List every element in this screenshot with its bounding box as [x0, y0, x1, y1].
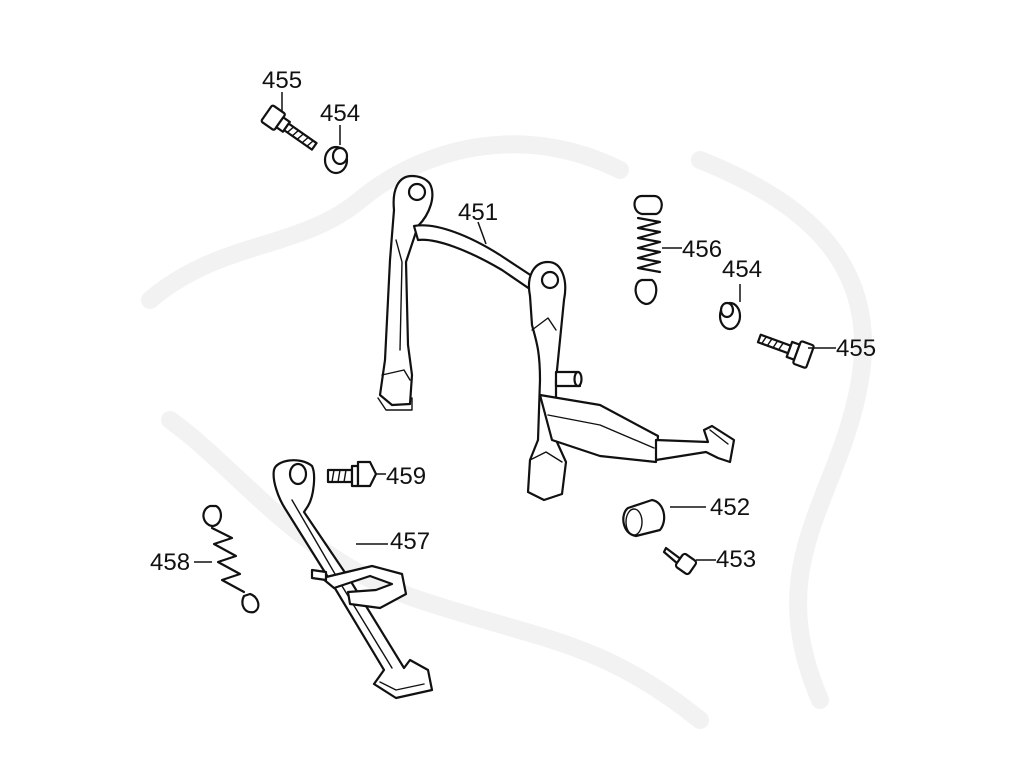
label-455-right: 455: [836, 335, 876, 362]
label-457: 457: [390, 528, 430, 555]
label-459: 459: [386, 463, 426, 490]
collar-454-top[interactable]: [323, 145, 349, 175]
spring-458[interactable]: [202, 504, 260, 614]
spring-456[interactable]: [633, 194, 663, 306]
label-454-top: 454: [320, 100, 360, 127]
bolt-455-right[interactable]: [755, 327, 815, 369]
label-456: 456: [682, 236, 722, 263]
bolt-455-top[interactable]: [260, 104, 320, 155]
label-458: 458: [150, 549, 190, 576]
label-454-right: 454: [722, 256, 762, 283]
bolt-453[interactable]: [662, 546, 698, 576]
background-watermark: [141, 135, 873, 729]
bolt-459[interactable]: [326, 460, 378, 488]
label-452: 452: [710, 494, 750, 521]
stopper-452[interactable]: [622, 498, 666, 538]
label-455-top: 455: [262, 67, 302, 94]
label-453: 453: [716, 546, 756, 573]
label-451: 451: [458, 199, 498, 226]
main-stand-451[interactable]: [377, 174, 736, 502]
side-stand-457[interactable]: [272, 459, 434, 700]
collar-454-right[interactable]: [718, 301, 742, 331]
